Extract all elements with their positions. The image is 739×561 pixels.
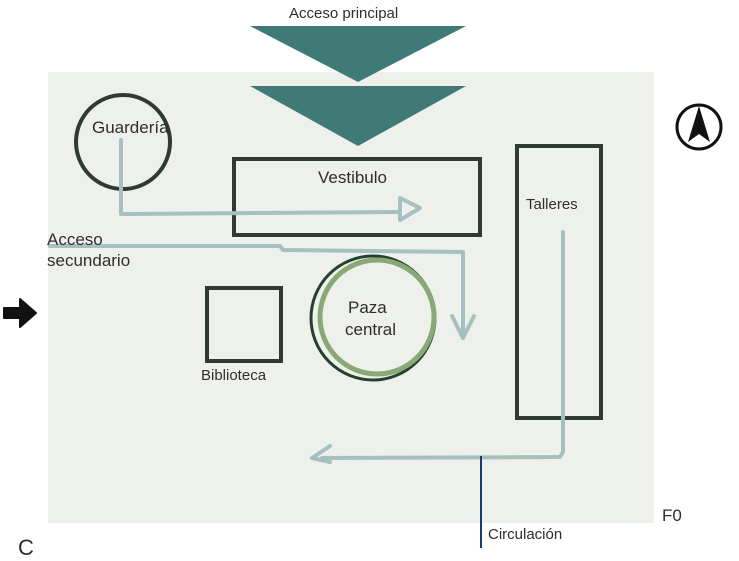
guarderia-label: Guardería [92, 118, 169, 137]
circulation-arrowhead-talleres [310, 444, 332, 464]
circulacion-label: Circulación [488, 526, 563, 543]
main-access-arrow-inner [250, 86, 466, 146]
vestibulo-box [232, 157, 482, 237]
biblioteca-box [205, 286, 283, 363]
right-arrow-icon [3, 298, 37, 328]
circulation-arrowhead-plaza [450, 314, 476, 340]
north-arrow-icon [675, 103, 723, 151]
secondary-access-label-line1: Acceso [47, 230, 103, 249]
circulation-paths [48, 138, 565, 464]
bottom-text-fragment: C [18, 535, 34, 560]
circulation-path-secundario [48, 244, 465, 338]
circulation-path-guarderia [119, 138, 400, 216]
plaza-inner-ring [317, 257, 437, 377]
talleres-box [515, 144, 603, 420]
talleres-label: Talleres [526, 196, 578, 213]
sheet-code: F0 [662, 506, 682, 525]
main-access-label: Acceso principal [289, 5, 399, 22]
circulation-path-talleres [320, 230, 565, 460]
main-access-arrow-outer [250, 26, 466, 82]
vestibulo-label: Vestibulo [318, 168, 387, 187]
circulation-arrowhead-vestibulo [398, 196, 422, 222]
secondary-access-label-line2: secundario [47, 251, 131, 270]
biblioteca-label: Biblioteca [201, 367, 267, 384]
plaza-label-line1: Paza [348, 298, 387, 317]
plaza-label-line2: central [345, 320, 397, 339]
